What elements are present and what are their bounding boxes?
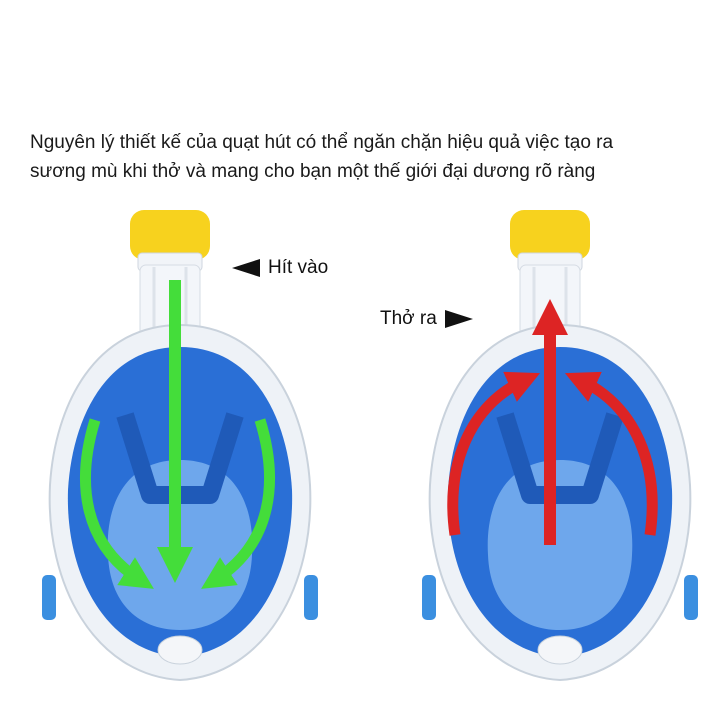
caption-line-2: sương mù khi thở và mang cho bạn một thế… [30,161,596,182]
inhale-label-text: Hít vào [268,257,329,278]
exhale-airflow-arrows [447,299,658,545]
right-triangle-icon [444,310,473,328]
left-triangle-icon [232,259,260,277]
mask-clip-left [42,575,56,620]
mask-clip-right [684,575,698,620]
snorkel-mask-exhale-image [422,210,698,682]
valve [157,635,203,665]
inhale-airflow-arrows [80,280,275,589]
mask-seal [487,460,633,630]
caption: Nguyên lý thiết kế của quạt hút có thể n… [30,128,700,186]
mask-clip-right [304,575,318,620]
mask-clip-left [422,575,436,620]
snorkel-mask-inhale-image [42,210,318,682]
inhale-label: Hít vào [232,257,328,279]
exhale-label: Thở ra [380,308,473,330]
snorkel-cap [510,210,590,272]
snorkel-cap [130,210,210,272]
exhale-label-text: Thở ra [380,308,437,329]
caption-line-1: Nguyên lý thiết kế của quạt hút có thể n… [30,132,614,153]
valve [537,635,583,665]
